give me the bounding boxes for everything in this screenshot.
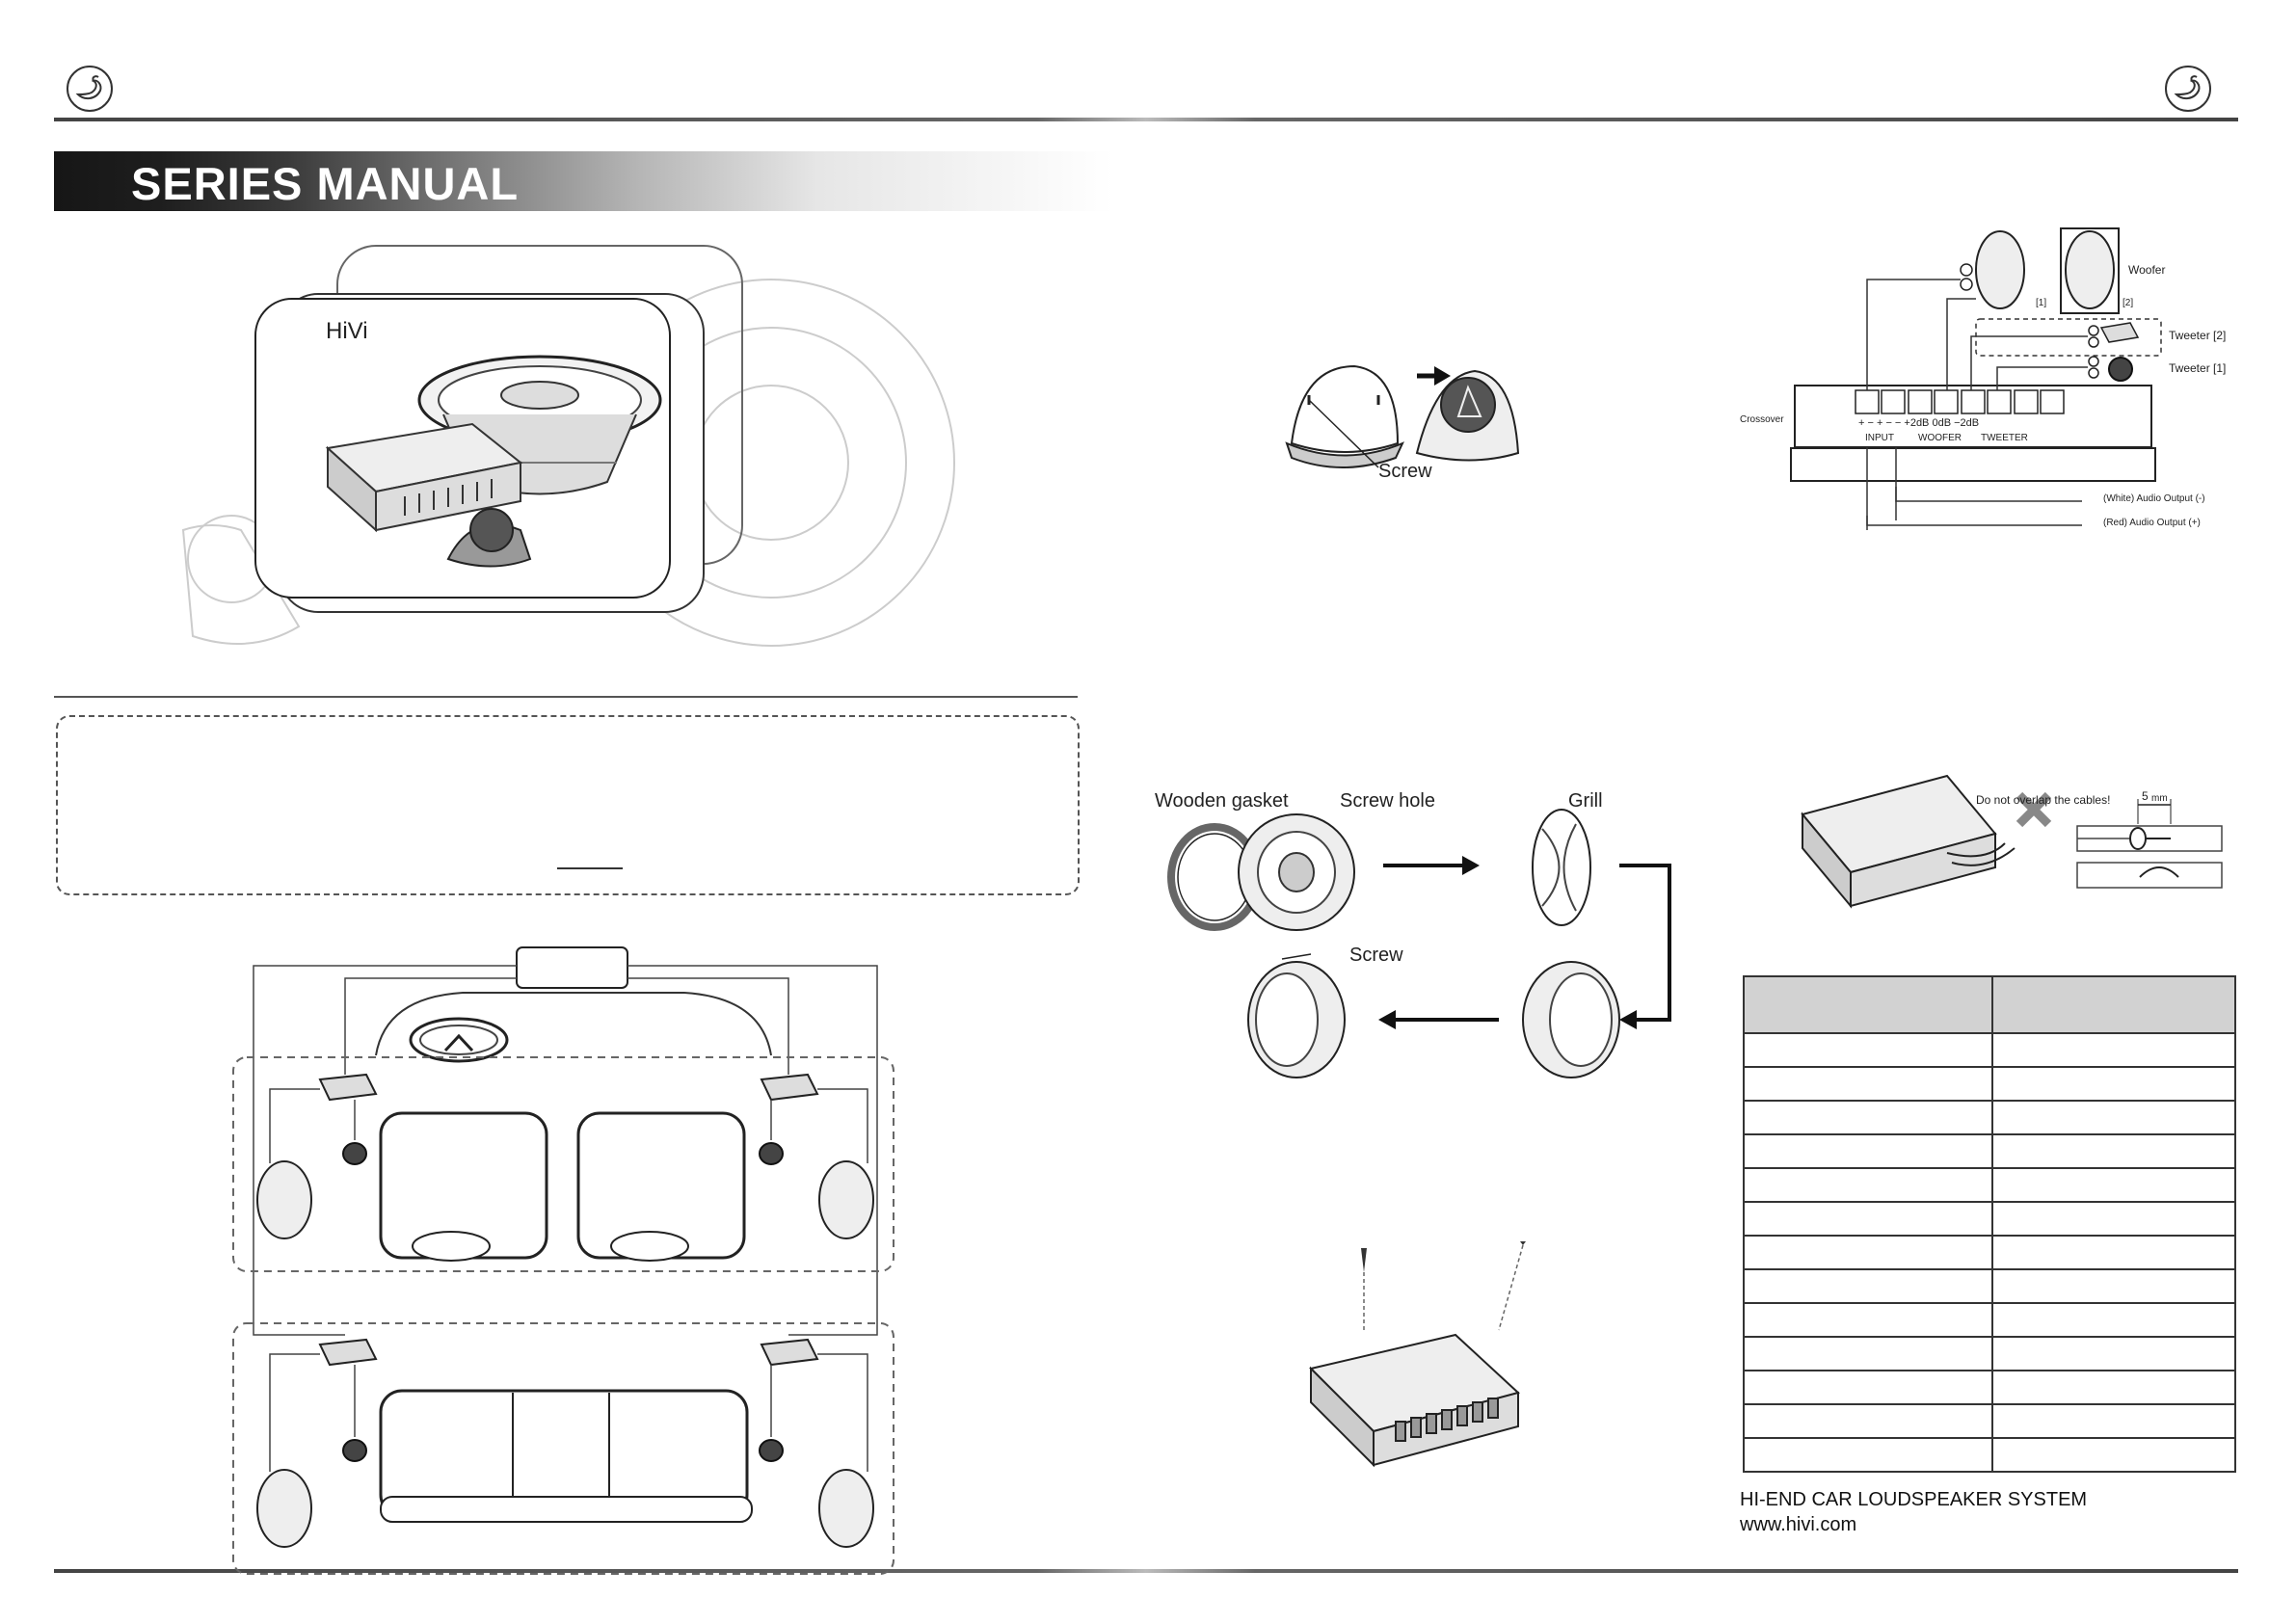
page-title: SERIES MANUAL: [131, 158, 520, 209]
wiring-diagram: Woofer [1] [2] Tweeter [2] Tweeter [1] C…: [1735, 226, 2236, 535]
crossover-mount-diagram: [1292, 1234, 1533, 1475]
table-row: [1743, 1167, 2236, 1203]
cable-note-diagram: Do not overlap the cables! 5 mm: [1793, 766, 2236, 940]
table-cell: [1743, 1032, 1993, 1068]
product-photo: HiVi: [174, 241, 955, 665]
spec-table: [1743, 975, 2236, 1473]
table-cell: [1743, 1336, 1993, 1371]
woofer-install-diagram: Wooden gasket Screw hole Grill Screw: [1152, 790, 1692, 1079]
table-cell: [1743, 1066, 1993, 1102]
table-cell: [1743, 1201, 1993, 1237]
table-body: [1743, 1032, 2236, 1473]
table-cell: [1991, 1437, 2236, 1473]
table-cell: [1991, 1336, 2236, 1371]
table-cell: [1991, 1032, 2236, 1068]
table-header-cell: [1743, 975, 1993, 1034]
table-row: [1743, 1100, 2236, 1135]
woofer-1-tag: [1]: [2036, 298, 2047, 308]
strip-length: 5: [2142, 789, 2149, 803]
brand-logo-right: [2165, 66, 2211, 112]
tweeter-install-diagram: Screw: [1282, 347, 1533, 492]
tweeter-2-label: Tweeter [2]: [2169, 329, 2227, 342]
table-row: [1743, 1066, 2236, 1102]
table-cell: [1991, 1403, 2236, 1439]
woofer-label: Woofer: [2128, 263, 2166, 277]
cable-warning: Do not overlap the cables!: [1976, 793, 2111, 807]
table-cell: [1991, 1370, 2236, 1405]
table-header-cell: [1991, 975, 2236, 1034]
table-row: [1743, 1032, 2236, 1068]
table-row: [1743, 1437, 2236, 1473]
woofer-2-tag: [2]: [2122, 298, 2134, 308]
group-input: INPUT: [1865, 433, 1894, 443]
table-cell: [1743, 1437, 1993, 1473]
table-header-row: [1743, 975, 2236, 1034]
table-row: [1743, 1201, 2236, 1237]
table-cell: [1991, 1167, 2236, 1203]
table-row: [1743, 1133, 2236, 1169]
strip-unit: mm: [2151, 793, 2168, 804]
table-cell: [1991, 1100, 2236, 1135]
swan-icon: [2174, 75, 2201, 100]
system-name: HI-END CAR LOUDSPEAKER SYSTEM: [1740, 1489, 2088, 1510]
table-cell: [1991, 1066, 2236, 1102]
note-underline: [557, 867, 623, 869]
footer-rule: [54, 1569, 2238, 1573]
table-cell: [1991, 1302, 2236, 1338]
table-cell: [1991, 1235, 2236, 1270]
swan-icon: [75, 75, 102, 100]
note-box: [56, 715, 1080, 895]
table-cell: [1743, 1370, 1993, 1405]
tweeter-1-label: Tweeter [1]: [2169, 361, 2227, 375]
table-cell: [1743, 1403, 1993, 1439]
title-banner: SERIES MANUAL: [54, 151, 1114, 211]
wooden-gasket-label: Wooden gasket: [1155, 790, 1289, 812]
table-row: [1743, 1268, 2236, 1304]
grill-label: Grill: [1568, 790, 1603, 812]
tweeter-screw-label: Screw: [1378, 461, 1432, 482]
screw-hole-label: Screw hole: [1340, 790, 1435, 812]
table-cell: [1991, 1201, 2236, 1237]
woofer-screw-label: Screw: [1349, 945, 1403, 966]
table-cell: [1743, 1133, 1993, 1169]
table-cell: [1743, 1268, 1993, 1304]
brand-logo-left: [67, 66, 113, 112]
table-cell: [1743, 1235, 1993, 1270]
table-cell: [1991, 1268, 2236, 1304]
group-tweeter: TWEETER: [1981, 433, 2028, 443]
website: www.hivi.com: [1740, 1514, 1857, 1535]
brand-text: HiVi: [326, 318, 368, 344]
table-cell: [1991, 1133, 2236, 1169]
table-row: [1743, 1370, 2236, 1405]
red-output-label: (Red) Audio Output (+): [2103, 518, 2201, 528]
table-row: [1743, 1235, 2236, 1270]
table-row: [1743, 1302, 2236, 1338]
crossover-label: Crossover: [1740, 414, 1784, 425]
table-row: [1743, 1403, 2236, 1439]
header-rule: [54, 118, 2238, 121]
table-row: [1743, 1336, 2236, 1371]
table-cell: [1743, 1100, 1993, 1135]
table-cell: [1743, 1302, 1993, 1338]
section-divider: [54, 696, 1078, 698]
terminal-signs: + − + − − +2dB 0dB −2dB: [1858, 417, 1980, 429]
car-layout-diagram: [231, 940, 906, 1581]
white-output-label: (White) Audio Output (-): [2103, 493, 2205, 504]
group-woofer: WOOFER: [1918, 433, 1962, 443]
table-cell: [1743, 1167, 1993, 1203]
